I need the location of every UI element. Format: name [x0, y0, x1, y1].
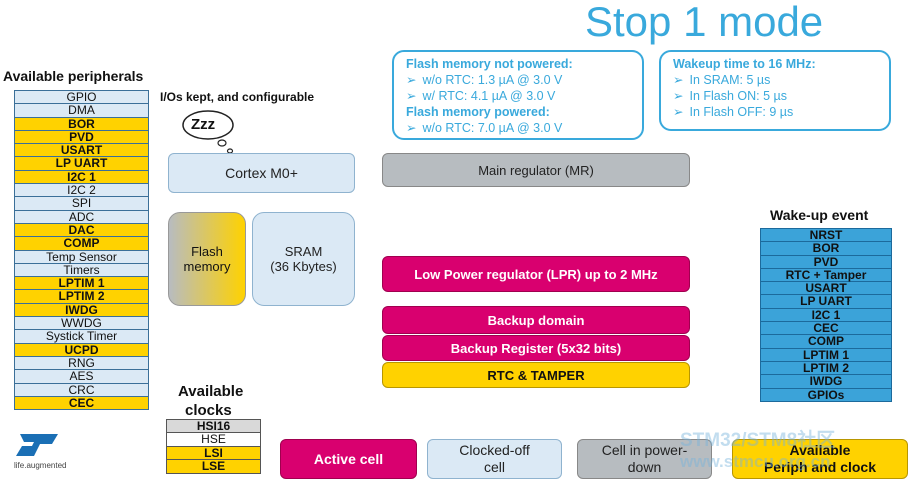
peripherals-heading: Available peripherals: [3, 68, 144, 84]
peripheral-item: IWDG: [14, 302, 149, 318]
peripheral-item: WWDG: [14, 316, 149, 331]
flash-info-line: ➢w/ RTC: 4.1 µA @ 3.0 V: [406, 89, 556, 103]
sleep-bubble-icon: [182, 110, 234, 154]
cortex-m0-block: Cortex M0+: [168, 153, 355, 193]
wakeup-item: PVD: [760, 254, 892, 269]
peripheral-item: LP UART: [14, 156, 149, 171]
arrow-icon: ➢: [406, 89, 417, 103]
peripheral-item: DMA: [14, 103, 149, 118]
wakeup-item: CEC: [760, 321, 892, 336]
peripheral-item: Temp Sensor: [14, 249, 149, 264]
arrow-icon: ➢: [406, 121, 417, 135]
clocks-heading: Available: [178, 383, 244, 400]
st-logo-icon: [16, 434, 58, 456]
peripheral-item: GPIO: [14, 90, 149, 105]
backup-domain-block: Backup domain: [382, 306, 690, 334]
peripheral-item: BOR: [14, 116, 149, 131]
wakeup-item: GPIOs: [760, 387, 892, 402]
wakeup-item: USART: [760, 281, 892, 296]
lpr-block: Low Power regulator (LPR) up to 2 MHz: [382, 256, 690, 292]
peripheral-item: CRC: [14, 382, 149, 397]
rtc-tamper-block: RTC & TAMPER: [382, 362, 690, 388]
peripheral-item: CEC: [14, 395, 149, 411]
flash-powered-heading: Flash memory powered:: [406, 105, 550, 119]
clock-item: LSI: [166, 445, 261, 461]
peripheral-item: USART: [14, 143, 149, 158]
wakeup-item: NRST: [760, 228, 892, 243]
flash-power-info: Flash memory not powered: ➢w/o RTC: 1.3 …: [392, 50, 644, 140]
io-note: I/Os kept, and configurable: [160, 90, 315, 104]
wakeup-info-line: ➢In SRAM: 5 µs: [673, 73, 771, 87]
wakeup-item: LP UART: [760, 294, 892, 309]
clock-item: HSI16: [166, 419, 261, 434]
watermark-line1: STM32/STM8社区: [680, 430, 836, 451]
wakeup-item: LPTIM 1: [760, 347, 892, 362]
peripheral-item: AES: [14, 369, 149, 384]
st-logo: life.augmented: [14, 432, 66, 470]
peripheral-item: I2C 2: [14, 183, 149, 198]
peripheral-item: PVD: [14, 129, 149, 145]
arrow-icon: ➢: [673, 89, 684, 103]
peripheral-item: Systick Timer: [14, 329, 149, 344]
clocks-heading-2: clocks: [185, 402, 232, 419]
wakeup-info-line: ➢In Flash ON: 5 µs: [673, 89, 787, 103]
watermark-line2: www.stmcu.org.cn: [680, 452, 831, 471]
sram-block: SRAM(36 Kbytes): [252, 212, 355, 306]
arrow-icon: ➢: [406, 73, 417, 87]
peripheral-item: UCPD: [14, 342, 149, 357]
clock-item: HSE: [166, 432, 261, 447]
peripheral-item: LPTIM 2: [14, 289, 149, 304]
wakeup-info-line: ➢In Flash OFF: 9 µs: [673, 105, 794, 119]
wakeup-item: IWDG: [760, 374, 892, 389]
peripheral-item: SPI: [14, 196, 149, 211]
peripheral-item: DAC: [14, 222, 149, 238]
wakeup-item: LPTIM 2: [760, 360, 892, 376]
wakeup-time-info: Wakeup time to 16 MHz: ➢In SRAM: 5 µs ➢I…: [659, 50, 891, 131]
flash-info-line: ➢w/o RTC: 7.0 µA @ 3.0 V: [406, 121, 563, 135]
wakeup-heading: Wake-up event: [770, 207, 869, 223]
main-regulator-block: Main regulator (MR): [382, 153, 690, 187]
backup-register-block: Backup Register (5x32 bits): [382, 335, 690, 361]
wakeup-time-heading: Wakeup time to 16 MHz:: [673, 57, 816, 71]
arrow-icon: ➢: [673, 73, 684, 87]
peripheral-item: COMP: [14, 236, 149, 251]
logo-tagline: life.augmented: [14, 461, 67, 470]
peripheral-item: RNG: [14, 355, 149, 371]
legend-power-down: Cell in power-down: [577, 439, 712, 479]
wakeup-item: BOR: [760, 241, 892, 256]
wakeup-item: I2C 1: [760, 307, 892, 323]
legend-active-cell: Active cell: [280, 439, 417, 479]
peripheral-item: Timers: [14, 262, 149, 278]
sleep-text: Zzz: [191, 116, 216, 133]
peripheral-item: LPTIM 1: [14, 276, 149, 291]
wakeup-item: COMP: [760, 334, 892, 349]
peripheral-item: ADC: [14, 209, 149, 224]
wakeup-item: RTC + Tamper: [760, 267, 892, 283]
clock-item: LSE: [166, 459, 261, 474]
page-title: Stop 1 mode: [585, 0, 824, 45]
flash-info-line: ➢w/o RTC: 1.3 µA @ 3.0 V: [406, 73, 563, 87]
arrow-icon: ➢: [673, 105, 684, 119]
peripheral-item: I2C 1: [14, 169, 149, 185]
flash-not-powered-heading: Flash memory not powered:: [406, 57, 573, 71]
